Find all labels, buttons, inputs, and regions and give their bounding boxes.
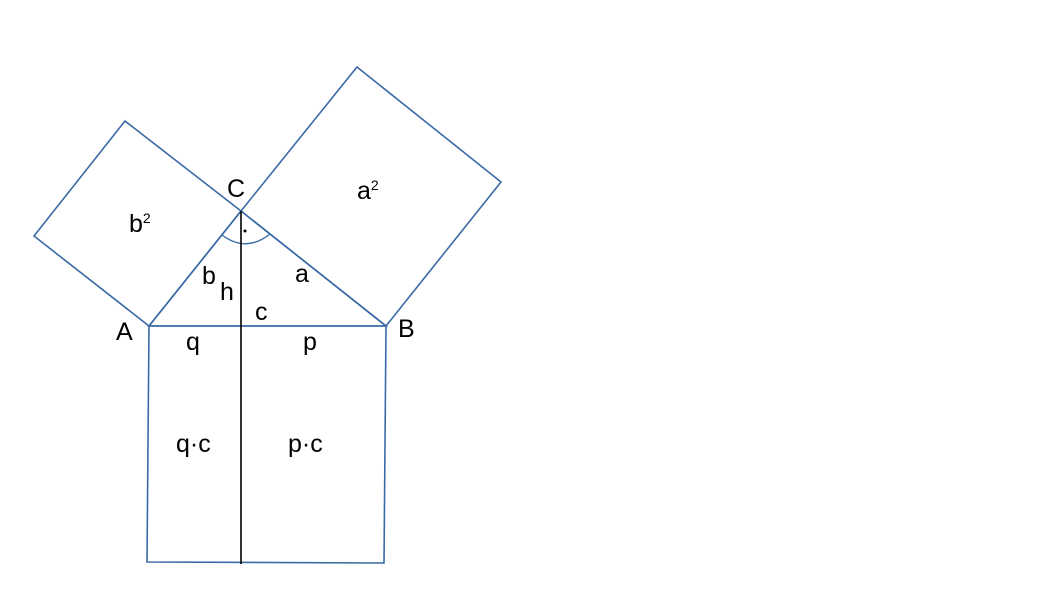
area-b-squared-label: b2 — [129, 210, 151, 238]
side-a-label: a — [295, 260, 309, 288]
area-a-squared-label: a2 — [357, 177, 379, 205]
square-c — [146, 325, 387, 564]
segment-p-label: p — [303, 328, 317, 356]
area-b-base: b — [129, 210, 143, 238]
area-a-exponent: 2 — [371, 177, 379, 193]
side-b-label: b — [202, 262, 216, 290]
altitude-h-label: h — [220, 278, 234, 306]
triangle-abc — [147, 209, 389, 327]
side-c-label: c — [255, 298, 268, 326]
square-a — [239, 65, 503, 328]
area-qc-label: q·c — [176, 430, 211, 458]
area-pc-label: p·c — [288, 430, 323, 458]
right-angle-arc — [221, 233, 271, 245]
segment-q-label: q — [186, 328, 200, 356]
area-a-base: a — [357, 177, 371, 205]
right-angle-dot — [243, 229, 247, 233]
vertex-a-label: A — [116, 318, 133, 346]
vertex-c-label: C — [227, 175, 245, 203]
vertex-b-label: B — [398, 315, 415, 343]
area-b-exponent: 2 — [143, 210, 151, 226]
